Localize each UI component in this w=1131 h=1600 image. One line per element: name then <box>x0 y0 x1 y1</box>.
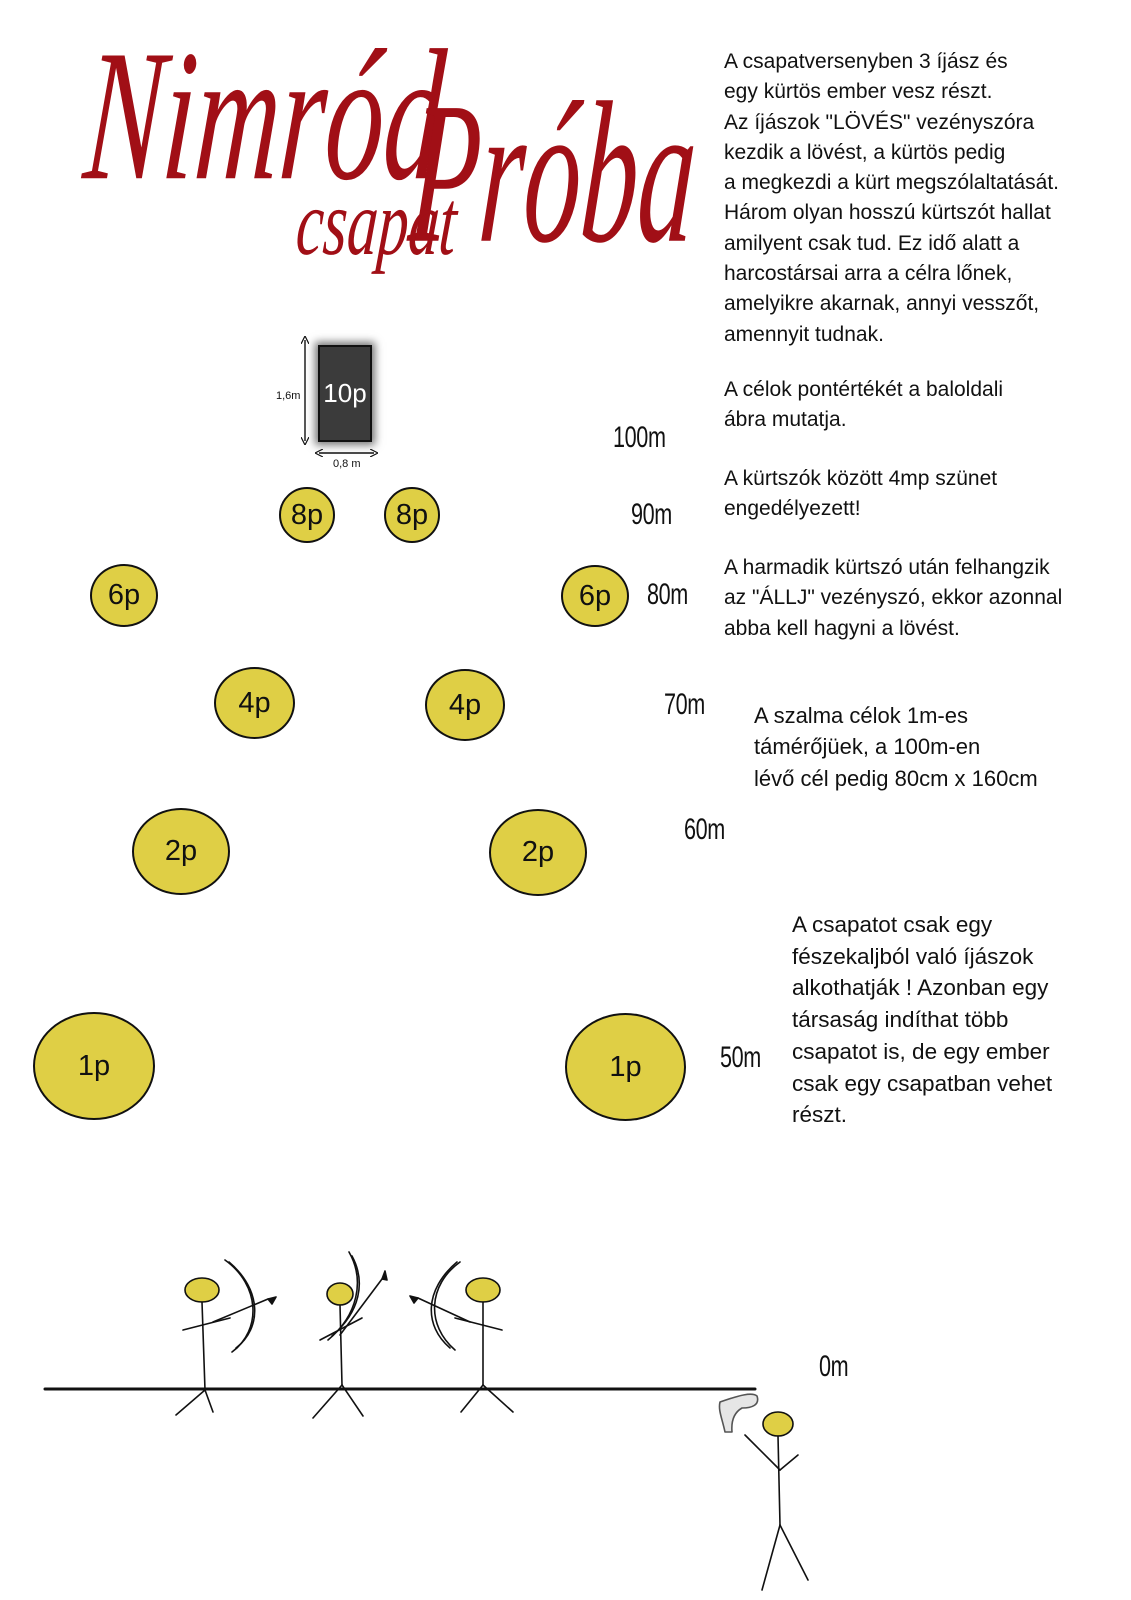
archer-left-figure <box>175 1259 277 1416</box>
target-4p-left: 4p <box>214 667 295 739</box>
rules-line: kezdik a lövést, a kürtös pedig <box>724 140 1006 164</box>
rules-line: amilyent csak tud. Ez idő alatt a <box>724 231 1020 255</box>
archer-middle-figure <box>312 1251 388 1419</box>
distance-100m: 100m <box>613 421 666 454</box>
values-line: A célok pontértékét a baloldali <box>724 378 1004 401</box>
rules-line: A csapatversenyben 3 íjász és <box>724 50 1008 73</box>
target-size-paragraph: A szalma célok 1m-es támérőjüek, a 100m-… <box>754 700 1038 794</box>
stop-line: abba kell hagyni a lövést. <box>724 616 960 640</box>
target-2p-right: 2p <box>489 809 587 896</box>
target-label: 8p <box>290 498 324 531</box>
team-line: alkothatják ! Azonban egy <box>792 975 1049 1001</box>
target-label: 1p <box>609 1050 642 1083</box>
target-2p-left: 2p <box>132 808 230 895</box>
target-label: 2p <box>521 836 555 868</box>
target-label: 4p <box>448 688 482 721</box>
horn-icon <box>718 1393 759 1433</box>
target-label: 4p <box>238 686 271 719</box>
rules-line: egy kürtös ember vesz részt. <box>724 80 993 104</box>
target-8p-left: 8p <box>279 487 335 543</box>
team-line: A csapatot csak egy <box>792 912 993 937</box>
team-line: csapatot is, de egy ember <box>792 1038 1050 1064</box>
target-8p-right: 8p <box>384 487 440 543</box>
stop-line: A harmadik kürtszó után felhangzik <box>724 556 1050 579</box>
values-line: ábra mutatja. <box>724 408 847 432</box>
stop-paragraph: A harmadik kürtszó után felhangzik az "Á… <box>724 553 1062 644</box>
distance-0m: 0m <box>819 1350 849 1383</box>
distance-70m: 70m <box>664 688 705 721</box>
team-line: fészekaljból való íjászok <box>792 943 1034 969</box>
stop-line: az "ÁLLJ" vezényszó, ekkor azonnal <box>724 586 1063 610</box>
target-6p-right: 6p <box>561 565 629 627</box>
target-label: 8p <box>395 498 429 531</box>
target-1p-left: 1p <box>33 1012 155 1120</box>
distance-60m: 60m <box>684 813 725 846</box>
rules-line: amennyit tudnak. <box>724 322 884 346</box>
target-label: 1p <box>77 1049 111 1082</box>
team-line: részt. <box>792 1102 848 1128</box>
rules-line: amelyikre akarnak, annyi vesszőt, <box>724 292 1040 316</box>
pause-line: engedélyezett! <box>724 497 861 521</box>
distance-50m: 50m <box>720 1041 761 1074</box>
target-size-line: lévő cél pedig 80cm x 160cm <box>754 765 1038 791</box>
archer-head <box>465 1277 501 1303</box>
target-size-line: A szalma célok 1m-es <box>754 703 968 728</box>
rules-line: Az íjászok "LÖVÉS" vezényszóra <box>724 110 1035 134</box>
target-size-line: támérőjüek, a 100m-en <box>754 734 981 760</box>
target-10p-board: 10p <box>318 345 372 442</box>
team-line: csak egy csapatban vehet <box>792 1070 1053 1096</box>
archer-head <box>184 1277 220 1303</box>
width-label: 0,8 m <box>333 458 361 470</box>
rules-line: harcostársai arra a célra lőnek, <box>724 262 1013 286</box>
team-paragraph: A csapatot csak egy fészekaljból való íj… <box>792 909 1052 1131</box>
rules-line: a megkezdi a kürt megszólaltatását. <box>724 171 1059 195</box>
target-label: 6p <box>578 579 612 612</box>
distance-80m: 80m <box>647 578 688 611</box>
height-label: 1,6m <box>276 390 301 402</box>
target-10p-label: 10p <box>323 378 367 408</box>
horn-blower-head <box>762 1411 794 1437</box>
team-line: társaság indíthat több <box>792 1007 1009 1033</box>
pause-paragraph: A kürtszók között 4mp szünet engedélyeze… <box>724 464 997 525</box>
horn-blower-figure <box>718 1393 809 1591</box>
rules-paragraph: A csapatversenyben 3 íjász és egy kürtös… <box>724 47 1059 350</box>
pause-line: A kürtszók között 4mp szünet <box>724 467 998 490</box>
rules-line: Három olyan hosszú kürtszót hallat <box>724 201 1051 225</box>
target-label: 2p <box>164 835 198 867</box>
target-6p-left: 6p <box>90 564 158 627</box>
target-4p-right: 4p <box>425 669 505 741</box>
archer-head <box>326 1282 354 1306</box>
values-paragraph: A célok pontértékét a baloldali ábra mut… <box>724 375 1003 436</box>
target-1p-right: 1p <box>565 1013 686 1121</box>
distance-90m: 90m <box>631 498 672 531</box>
archer-right-figure <box>409 1261 514 1413</box>
target-label: 6p <box>107 579 141 611</box>
